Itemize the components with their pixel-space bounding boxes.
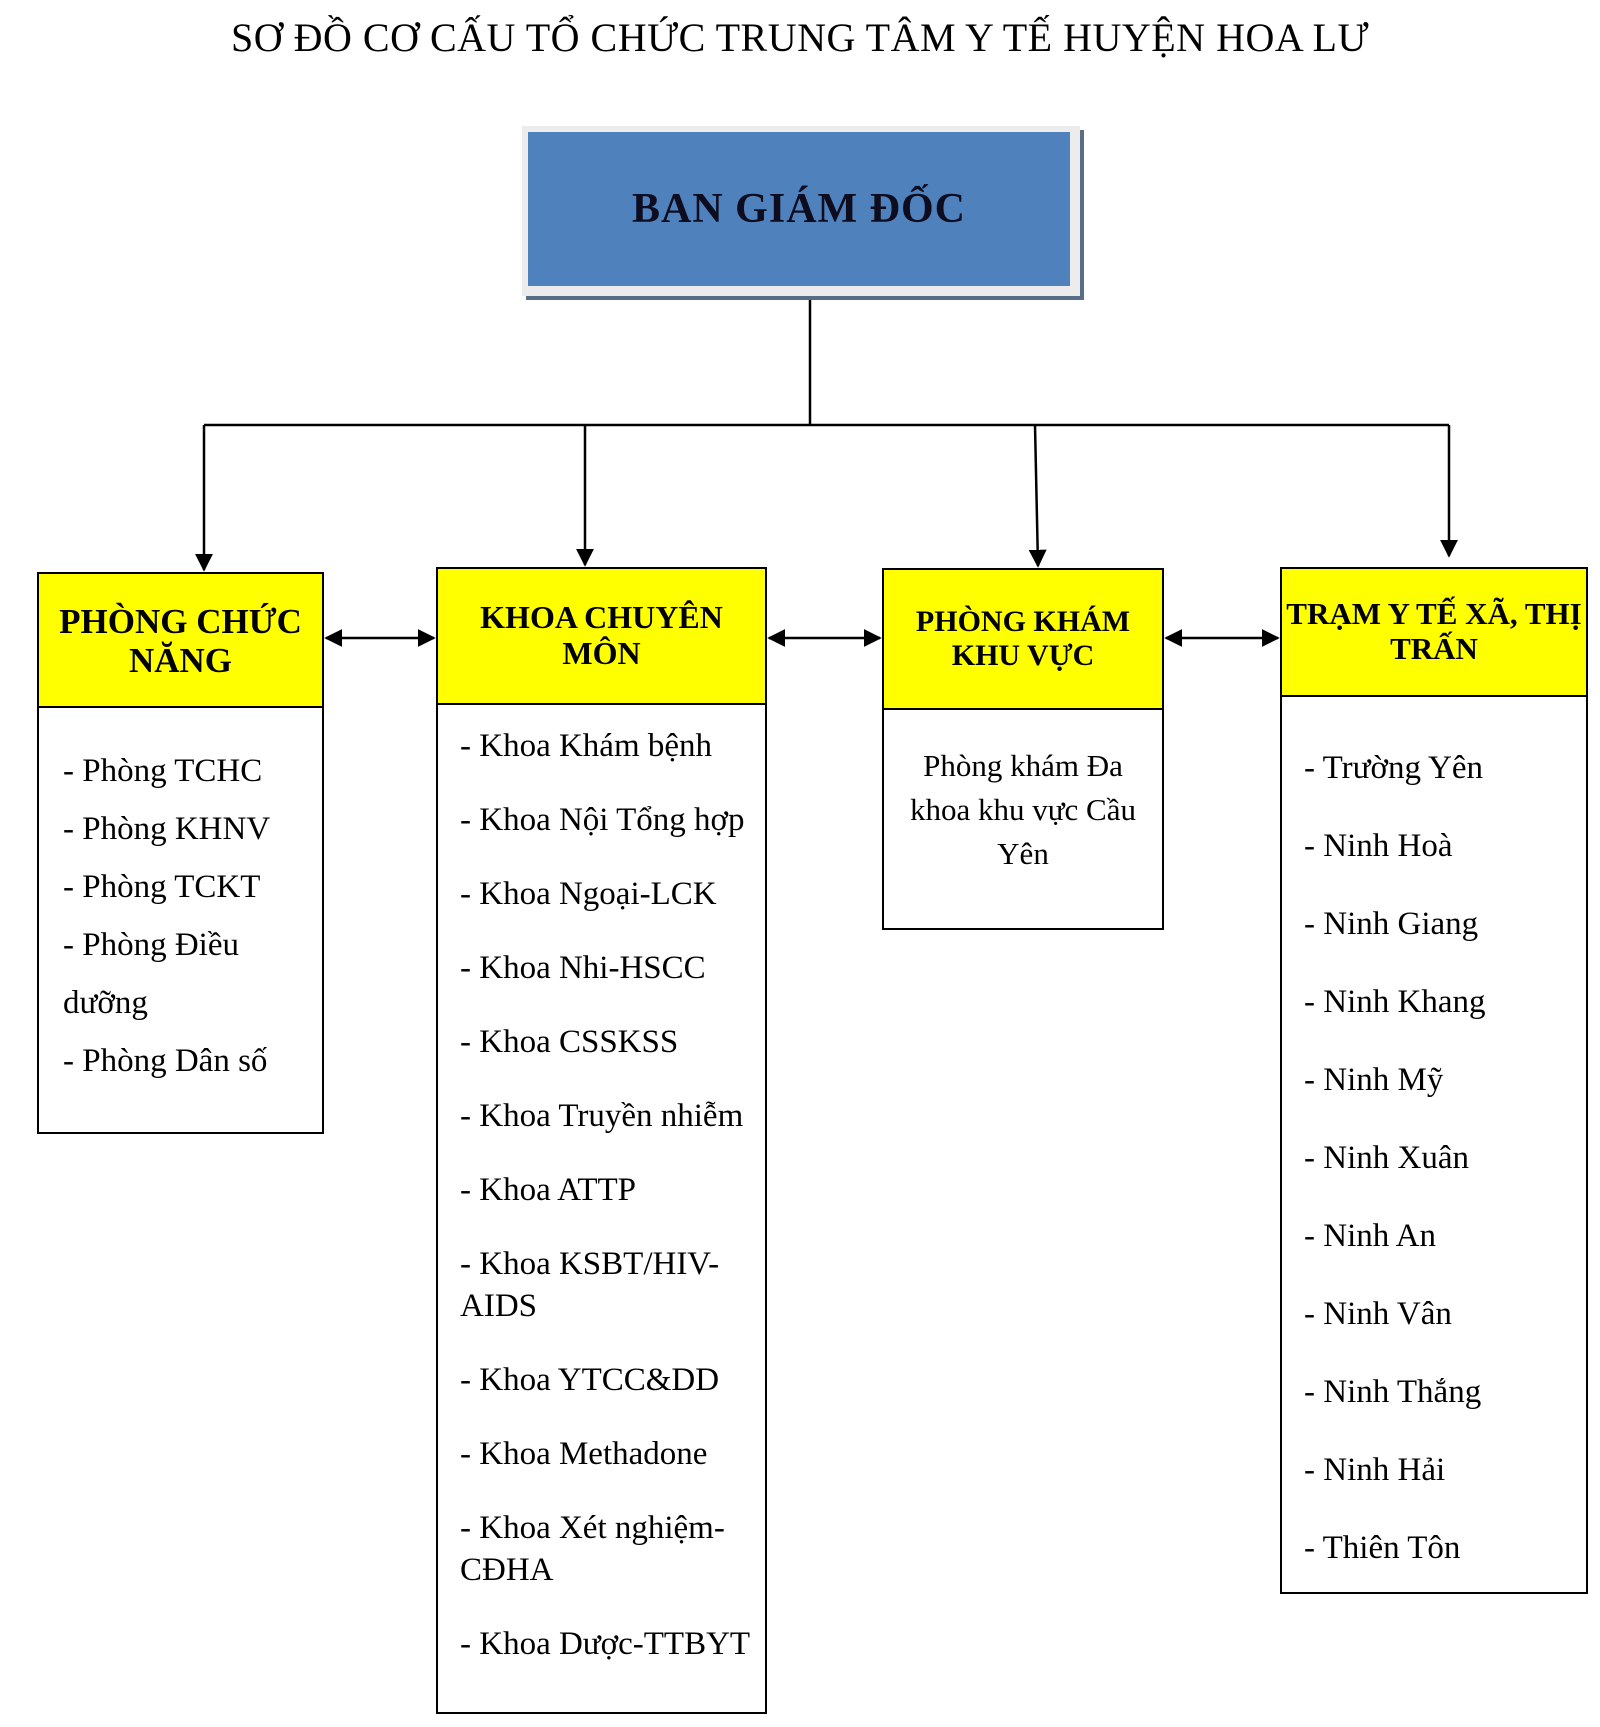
list-item: - Khoa Truyền nhiễm bbox=[460, 1098, 744, 1134]
list-item: - Phòng Dân số bbox=[63, 1043, 268, 1079]
list-item: - Khoa Dược-TTBYT bbox=[460, 1626, 751, 1662]
unit-header: TRẠM Y TẾ XÃ, THỊ TRẤN bbox=[1282, 569, 1586, 697]
list-item: - Ninh Thắng bbox=[1304, 1374, 1482, 1410]
list-item: - Phòng KHNV bbox=[63, 811, 271, 847]
list-item: - Phòng TCHC bbox=[63, 753, 263, 789]
list-item: - Khoa Xét nghiệm-CĐHA bbox=[460, 1510, 725, 1588]
unit-phong-kham-khu-vuc: PHÒNG KHÁM KHU VỰC Phòng khám Đa khoa kh… bbox=[882, 568, 1164, 930]
list-item: - Phòng Điều dưỡng bbox=[63, 927, 239, 1021]
list-item: - Khoa Khám bệnh bbox=[460, 728, 713, 764]
unit-item-list: - Phòng TCHC - Phòng KHNV - Phòng TCKT -… bbox=[39, 708, 322, 1090]
list-item: - Phòng TCKT bbox=[63, 869, 261, 905]
list-item: - Khoa Nội Tổng hợp bbox=[460, 802, 745, 838]
drop-arrow-phong-kham-khu-vuc bbox=[1028, 424, 1047, 568]
list-item: - Ninh An bbox=[1304, 1218, 1436, 1254]
unit-header: PHÒNG CHỨC NĂNG bbox=[39, 574, 322, 708]
list-item: - Ninh Vân bbox=[1304, 1296, 1452, 1332]
list-item: - Khoa Nhi-HSCC bbox=[460, 950, 706, 986]
unit-header: PHÒNG KHÁM KHU VỰC bbox=[884, 570, 1162, 710]
unit-phong-chuc-nang: PHÒNG CHỨC NĂNG - Phòng TCHC - Phòng KHN… bbox=[37, 572, 324, 1134]
list-item: - Khoa Ngoại-LCK bbox=[460, 876, 717, 912]
list-item: - Ninh Hoà bbox=[1304, 828, 1453, 864]
unit-header: KHOA CHUYÊN MÔN bbox=[438, 569, 765, 705]
unit-item-list: - Khoa Khám bệnh - Khoa Nội Tổng hợp - K… bbox=[438, 705, 765, 1665]
list-item: - Ninh Giang bbox=[1304, 906, 1479, 942]
list-item: - Khoa Methadone bbox=[460, 1436, 708, 1472]
unit-item-list: - Trường Yên - Ninh Hoà - Ninh Giang - N… bbox=[1282, 697, 1586, 1587]
list-item: - Ninh Hải bbox=[1304, 1452, 1446, 1488]
ban-giam-doc-label: BAN GIÁM ĐỐC bbox=[528, 132, 1070, 286]
list-item: - Ninh Khang bbox=[1304, 984, 1486, 1020]
list-item: - Ninh Mỹ bbox=[1304, 1062, 1444, 1098]
list-item: - Trường Yên bbox=[1304, 750, 1483, 786]
list-item: - Khoa YTCC&DD bbox=[460, 1362, 720, 1398]
list-item: - Thiên Tôn bbox=[1304, 1530, 1461, 1566]
diagram-title: SƠ ĐỒ CƠ CẤU TỔ CHỨC TRUNG TÂM Y TẾ HUYỆ… bbox=[231, 15, 1369, 60]
list-item: - Khoa CSSKSS bbox=[460, 1024, 679, 1060]
list-item: - Ninh Xuân bbox=[1304, 1140, 1469, 1176]
list-item: - Khoa KSBT/HIV-AIDS bbox=[460, 1246, 720, 1324]
unit-khoa-chuyen-mon: KHOA CHUYÊN MÔN - Khoa Khám bệnh - Khoa … bbox=[436, 567, 767, 1714]
unit-body-text: Phòng khám Đa khoa khu vực Cầu Yên bbox=[909, 748, 1136, 871]
list-item: - Khoa ATTP bbox=[460, 1172, 636, 1208]
unit-tram-y-te: TRẠM Y TẾ XÃ, THỊ TRẤN - Trường Yên - Ni… bbox=[1280, 567, 1588, 1594]
ban-giam-doc-box: BAN GIÁM ĐỐC bbox=[522, 126, 1080, 296]
